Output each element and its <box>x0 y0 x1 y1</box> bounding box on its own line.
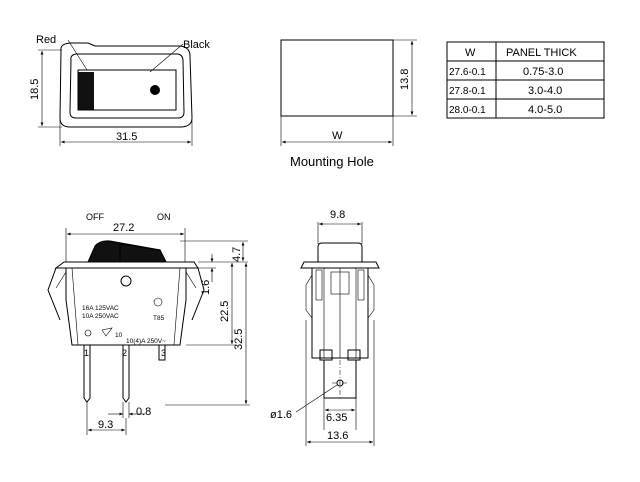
label-on: ON <box>157 212 171 222</box>
dim-9-3: 9.3 <box>98 419 113 431</box>
black-dot-indicator <box>150 85 160 95</box>
dim-hole-height: 13.8 <box>399 69 411 90</box>
dim-phi-1-6: ø1.6 <box>270 409 292 421</box>
end-flange <box>300 261 380 269</box>
top-view-outline <box>59 42 193 128</box>
red-leader <box>67 39 88 71</box>
bezel-flange <box>54 261 199 269</box>
label-black: Black <box>183 39 210 51</box>
terminal-pin-2 <box>122 345 130 403</box>
dim-1-6: 1.6 <box>200 280 212 295</box>
ul-mark <box>153 297 163 307</box>
mounting-hole: 13.8 W Mounting Hole <box>280 39 417 169</box>
dim-4-7: 4.7 <box>231 247 243 262</box>
phi-leader <box>295 384 338 413</box>
dim-32-5: 32.5 <box>233 329 245 350</box>
end-view: 9.8 ø1.6 6.35 13.6 <box>270 209 380 446</box>
end-rocker <box>317 242 363 262</box>
dim-6-35: 6.35 <box>326 412 347 424</box>
dim-top-width: 27.2 <box>113 222 134 234</box>
switch-body <box>65 268 187 346</box>
panel-thick-table: W PANEL THICK 27.6-0.1 0.75-3.0 27.8-0.1… <box>446 41 605 119</box>
label-red: Red <box>36 34 56 46</box>
cert-mark <box>84 329 92 337</box>
table-cell: 27.8-0.1 <box>449 86 486 97</box>
side-view: OFF ON 27.2 16A 125VAC 10A 250VAC T85 10… <box>47 212 250 435</box>
right-clip <box>191 267 205 321</box>
dim-0-8: 0.8 <box>136 406 151 418</box>
table-cell: 28.0-0.1 <box>449 105 486 116</box>
table-cell: 0.75-3.0 <box>523 66 563 78</box>
rocker-dark-half <box>87 240 167 263</box>
mounting-hole-caption: Mounting Hole <box>290 154 374 169</box>
dim-13-6: 13.6 <box>327 430 348 442</box>
cqc-mark <box>101 327 113 337</box>
t85-mark: T85 <box>153 315 165 322</box>
table-cell: 4.0-5.0 <box>528 104 562 116</box>
left-clip <box>47 267 61 321</box>
rating-line-2: 10A 250VAC <box>82 313 119 320</box>
dim-width-top: 31.5 <box>116 131 137 143</box>
terminal-3: 3 <box>161 348 166 358</box>
dim-22-5: 22.5 <box>219 301 231 322</box>
rating-line-3: 10(4)A 250V~ <box>126 338 166 345</box>
top-view: Red Black 18.5 31.5 <box>29 34 210 146</box>
table-header-panel-thick: PANEL THICK <box>506 47 577 59</box>
dim-hole-width: W <box>332 130 343 142</box>
red-indicator-area <box>78 72 94 110</box>
dim-9-8: 9.8 <box>330 209 345 221</box>
mounting-hole-rect <box>280 39 394 117</box>
table-header-w: W <box>465 47 476 59</box>
table-cell: 27.6-0.1 <box>449 67 486 78</box>
terminal-2: 2 <box>122 348 127 358</box>
dim-height-top: 18.5 <box>29 79 41 100</box>
rocker-top <box>77 69 177 111</box>
black-leader <box>149 43 184 73</box>
terminal-pin-3 <box>158 345 166 361</box>
label-off: OFF <box>86 212 104 222</box>
rating-line-1: 16A 125VAC <box>82 305 119 312</box>
top-view-inner-frame <box>69 53 185 119</box>
t10-mark: 10 <box>115 332 123 339</box>
rivet-hole <box>120 275 132 287</box>
table-cell: 3.0-4.0 <box>528 85 562 97</box>
terminal-1: 1 <box>84 348 89 358</box>
